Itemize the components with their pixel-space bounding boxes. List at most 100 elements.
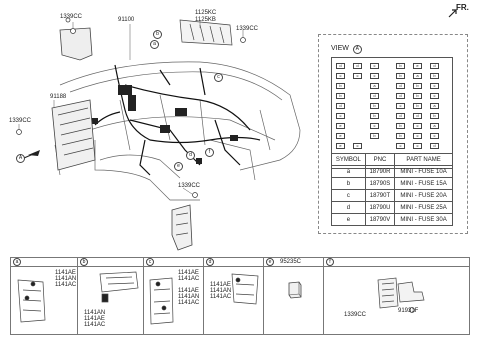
fuse-slot: b xyxy=(430,73,439,79)
detail-letter: f xyxy=(326,258,334,266)
fuse-slot: c xyxy=(413,123,422,129)
marker-f: f xyxy=(205,148,214,157)
fuse-slot: d xyxy=(430,63,439,69)
front-arrow-icon xyxy=(448,9,457,18)
marker-c: c xyxy=(214,73,223,82)
part-label: 1141AN xyxy=(178,294,200,300)
table-cell: c xyxy=(331,189,366,202)
fuse-slot: c xyxy=(413,143,422,149)
fuse-slot: d xyxy=(396,113,405,119)
part-label: 1141AN xyxy=(55,276,77,282)
fuse-slot: a xyxy=(370,83,379,89)
detail-title: 95235C xyxy=(280,259,302,265)
table-cell: MINI - FUSE 15A xyxy=(394,177,453,190)
view-a-marker: A xyxy=(16,154,25,163)
table-cell: MINI - FUSE 10A xyxy=(394,165,453,178)
part-label: 1141AE xyxy=(84,316,105,322)
table-cell: a xyxy=(331,165,366,178)
fuse-slot: b xyxy=(370,133,379,139)
detail-letter: a xyxy=(13,258,21,266)
detail-d-drawing xyxy=(231,273,259,305)
part-label: 1141AE xyxy=(210,282,231,288)
part-label: 1141AE xyxy=(178,288,199,294)
fuse-slot: e xyxy=(336,133,345,139)
detail-c-drawing xyxy=(149,277,174,325)
table-cell: e xyxy=(331,213,366,226)
table-cell: b xyxy=(331,177,366,190)
callout-1339cc-top: 1339CC xyxy=(60,14,83,20)
table-cell: MINI - FUSE 20A xyxy=(394,189,453,202)
callout-1339cc-bottom: 1339CC xyxy=(178,183,201,189)
detail-cell-e: e 95235C xyxy=(264,258,324,334)
fuse-slot: b xyxy=(396,123,405,129)
relay-icon xyxy=(288,281,302,299)
detail-cell-d: d 1141AE 1141AN 1141AC xyxy=(204,258,264,334)
detail-cell-b: b 1141AN 1141AE 1141AC xyxy=(78,258,144,334)
fuse-slot: b xyxy=(413,103,422,109)
fuse-slot: d xyxy=(370,93,379,99)
callout-91100: 91100 xyxy=(118,17,135,23)
fuse-slot: c xyxy=(336,113,345,119)
fuse-slot: c xyxy=(413,133,422,139)
fuse-slot: b xyxy=(413,83,422,89)
view-title-marker: A xyxy=(352,45,362,54)
table-header-part-name: PART NAME xyxy=(394,153,453,166)
marker-a: a xyxy=(150,40,159,49)
callout-91188: 91188 xyxy=(50,94,67,100)
detail-f-drawing xyxy=(377,277,425,313)
fuse-slot: d xyxy=(336,103,345,109)
callout-1125kb: 1125KB xyxy=(195,17,216,23)
fuse-slot: a xyxy=(430,103,439,109)
fuse-slot: e xyxy=(336,123,345,129)
fuse-slot: d xyxy=(430,143,439,149)
fuse-slot: a xyxy=(413,73,422,79)
fuse-slot: c xyxy=(396,143,405,149)
callout-1339cc-right: 1339CC xyxy=(236,26,259,32)
part-label: 1141AE xyxy=(55,270,76,276)
detail-strip: a 1141AE 1141AN 1141AC b 1141AN 1141AE 1… xyxy=(10,257,470,335)
table-cell: MINI - FUSE 30A xyxy=(394,213,453,226)
detail-cell-a: a 1141AE 1141AN 1141AC xyxy=(11,258,78,334)
table-row: e 18790V MINI - FUSE 30A xyxy=(331,213,453,226)
fuse-slot: d xyxy=(396,93,405,99)
part-label: 1141AC xyxy=(178,276,200,282)
fuse-symbol-table: SYMBOL PNC PART NAME a 18790R MINI - FUS… xyxy=(331,153,453,226)
fuse-slot: e xyxy=(336,143,345,149)
table-row: c 18790T MINI - FUSE 20A xyxy=(331,189,453,202)
fuse-slot: a xyxy=(430,123,439,129)
main-wiring-harness-drawing xyxy=(16,17,301,251)
fuse-slot: e xyxy=(413,63,422,69)
fuse-slot: c xyxy=(430,93,439,99)
detail-letter: b xyxy=(80,258,88,266)
fuse-slot: b xyxy=(430,113,439,119)
callout-1125kc: 1125KC xyxy=(195,10,217,16)
table-cell: 18790S xyxy=(364,177,396,190)
view-title: VIEW A xyxy=(331,45,362,54)
fuse-slot: c xyxy=(370,123,379,129)
table-row: d 18790U MINI - FUSE 25A xyxy=(331,201,453,214)
table-cell: 18790V xyxy=(364,213,396,226)
fuse-slot: b xyxy=(370,103,379,109)
fuse-slot: b xyxy=(370,113,379,119)
marker-d: d xyxy=(186,151,195,160)
part-label: 1141AC xyxy=(178,300,200,306)
part-label: 1141AC xyxy=(210,294,232,300)
fuse-slot: b xyxy=(396,63,405,69)
marker-b: b xyxy=(153,30,162,39)
table-cell: 18790U xyxy=(364,201,396,214)
fuse-slot: c xyxy=(396,103,405,109)
fuse-slot: c xyxy=(370,73,379,79)
fuse-slot: d xyxy=(413,113,422,119)
fuse-slot: b xyxy=(396,73,405,79)
fuse-slot: b xyxy=(336,93,345,99)
fuse-slot: b xyxy=(413,93,422,99)
fuse-slot: d xyxy=(336,63,345,69)
detail-letter: c xyxy=(146,258,154,266)
table-cell: 18790R xyxy=(364,165,396,178)
fuse-slot: c xyxy=(430,83,439,89)
fuse-slot: c xyxy=(336,73,345,79)
detail-letter: d xyxy=(206,258,214,266)
detail-b-drawing xyxy=(99,271,139,303)
table-cell: 18790T xyxy=(364,189,396,202)
fuse-slot: b xyxy=(336,83,345,89)
